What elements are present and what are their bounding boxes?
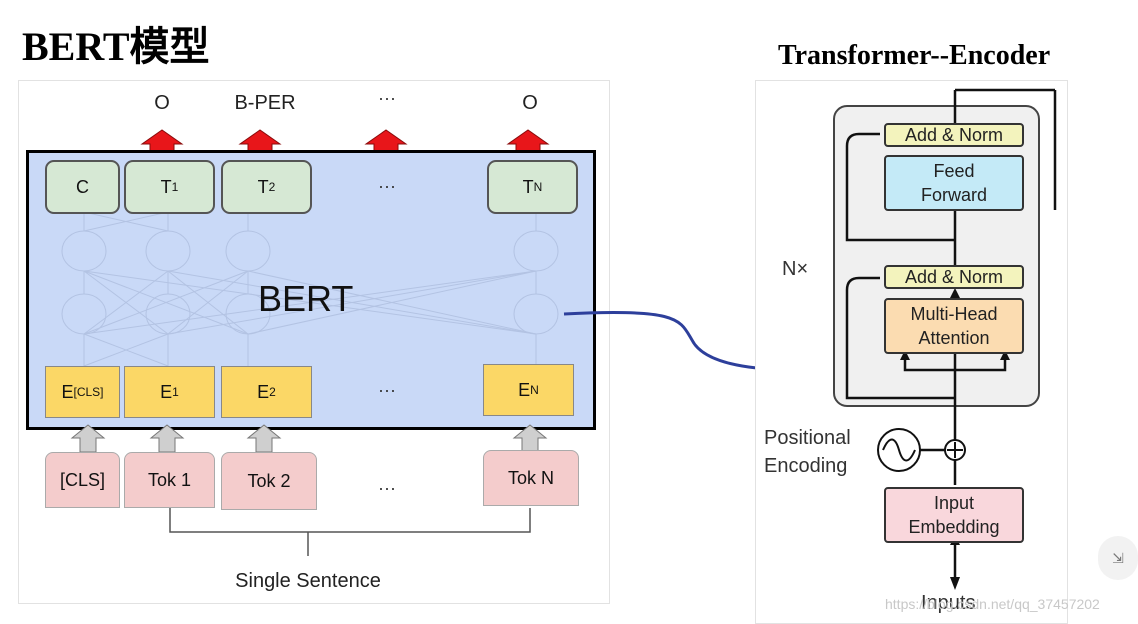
gray-arrow-icon xyxy=(512,424,548,453)
output-label-2: ··· xyxy=(378,88,396,108)
token-sub: 1 xyxy=(171,180,179,194)
feed-forward-box: Feed Forward xyxy=(884,155,1024,211)
embedding-ellipsis: ··· xyxy=(378,380,396,400)
collapse-button[interactable]: ⇲ xyxy=(1098,536,1138,580)
embedding-sub: 2 xyxy=(269,385,276,399)
output-label-0: O xyxy=(154,92,170,114)
embedding-main: E xyxy=(518,379,531,400)
multi-head-attention-box: Multi-Head Attention xyxy=(884,298,1024,354)
embedding-sub: N xyxy=(530,383,539,397)
add-norm-top: Add & Norm xyxy=(884,123,1024,147)
input-token-2: Tok 2 xyxy=(221,452,317,510)
input-token-n: Tok N xyxy=(483,450,579,506)
encoder-connectors xyxy=(845,88,1057,590)
input-embedding-box: Input Embedding xyxy=(884,487,1024,543)
embedding-main: E xyxy=(160,381,173,402)
collapse-icon: ⇲ xyxy=(1112,549,1124,566)
add-norm-bottom: Add & Norm xyxy=(884,265,1024,289)
nx-label: N× xyxy=(782,258,809,280)
token-sub: 2 xyxy=(268,180,276,194)
sentence-bracket xyxy=(169,508,531,556)
input-arrows xyxy=(70,424,548,453)
output-label-1: B-PER xyxy=(234,92,296,114)
gray-arrow-icon xyxy=(70,424,106,453)
embedding-cls: E[CLS] xyxy=(45,366,120,418)
input-token-1: Tok 1 xyxy=(124,452,215,508)
inputs-label: Inputs xyxy=(921,592,976,614)
watermark-text: https://blog.csdn.net/qq_37457202 xyxy=(885,596,1100,612)
token-output-c: C xyxy=(45,160,120,214)
output-label-3: O xyxy=(522,92,538,114)
single-sentence-label: Single Sentence xyxy=(235,570,381,592)
input-ellipsis: ··· xyxy=(378,478,396,498)
page-title: BERT模型 xyxy=(22,24,210,69)
bert-internal-network xyxy=(61,211,559,367)
token-main: T xyxy=(522,176,534,197)
embedding-sub: [CLS] xyxy=(73,385,104,399)
embedding-sub: 1 xyxy=(172,385,179,399)
bert-label: BERT xyxy=(258,278,354,319)
embedding-main: E xyxy=(257,381,270,402)
token-main: C xyxy=(76,176,89,197)
token-output-ellipsis: ··· xyxy=(378,176,396,196)
embedding-main: E xyxy=(61,381,74,402)
gray-arrow-icon xyxy=(246,424,282,453)
positional-encoding-label: Positional Encoding xyxy=(764,427,851,477)
input-token-cls: [CLS] xyxy=(45,452,120,508)
token-sub: N xyxy=(533,180,543,194)
token-main: T xyxy=(257,176,269,197)
encoder-title: Transformer--Encoder xyxy=(778,40,1051,71)
gray-arrow-icon xyxy=(149,424,185,453)
token-main: T xyxy=(160,176,172,197)
